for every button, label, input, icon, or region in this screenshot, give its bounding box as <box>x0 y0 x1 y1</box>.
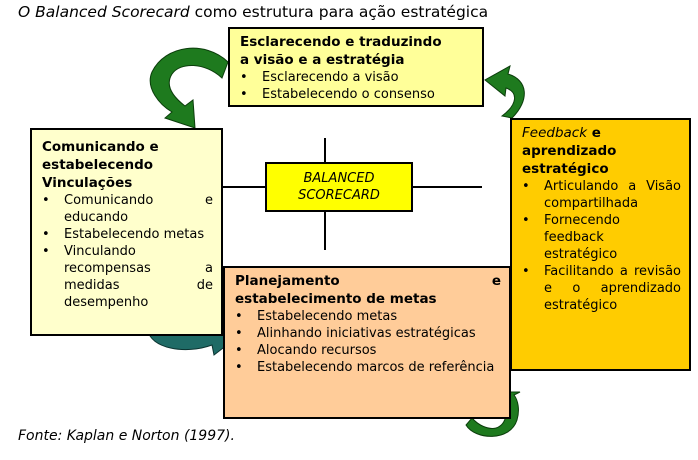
list-item: Estabelecendo metas <box>42 226 213 243</box>
box-heading: Feedback e aprendizado estratégico <box>522 124 681 178</box>
box-heading: Planejamento e estabelecimento de metas <box>235 272 501 308</box>
list-item: Vinculando recompensas a medidas de dese… <box>42 243 213 311</box>
center-line: BALANCED <box>303 171 375 186</box>
heading-line: estabelecimento de metas <box>235 291 437 307</box>
curved-arrow-top-right <box>484 64 525 119</box>
title-italic: O Balanced Scorecard <box>18 3 190 21</box>
heading-italic: Feedback <box>522 125 588 141</box>
list-item: Articulando a Visão compartilhada <box>522 178 681 212</box>
box-heading: Esclarecendo e traduzindo a visão e a est… <box>240 33 474 69</box>
list-item: Fornecendo feedback estratégico <box>522 212 681 263</box>
figure-title: O Balanced Scorecard como estrutura para… <box>18 3 488 21</box>
list-item: Estabelecendo marcos de referência <box>235 359 501 376</box>
list-item: Comunicando e educando <box>42 192 213 226</box>
box-clarifying-vision: Esclarecendo e traduzindo a visão e a est… <box>228 27 484 107</box>
center-line: SCORECARD <box>298 188 380 203</box>
list-item: Esclarecendo a visão <box>240 69 474 86</box>
list-item: Alocando recursos <box>235 342 501 359</box>
box-feedback-learning: Feedback e aprendizado estratégico Artic… <box>510 118 691 371</box>
box-planning-targets: Planejamento e estabelecimento de metas E… <box>223 266 511 419</box>
source-label: Fonte: <box>18 428 63 444</box>
box-heading: Comunicando e estabelecendo Vinculações <box>42 139 159 191</box>
heading-rest: e aprendizado estratégico <box>522 125 617 177</box>
list-item: Facilitando a revisão e o aprendizado es… <box>522 263 681 314</box>
source-text: Kaplan e Norton (1997). <box>62 428 235 444</box>
title-rest: como estrutura para ação estratégica <box>189 3 489 21</box>
box-communicating-linking: Comunicando e estabelecendo Vinculações … <box>30 128 223 336</box>
heading-line: Planejamento e <box>235 273 501 289</box>
balanced-scorecard-center-box: BALANCED SCORECARD <box>265 162 413 212</box>
curved-arrow-top-left <box>149 47 229 129</box>
source-caption: Fonte: Kaplan e Norton (1997). <box>18 428 235 444</box>
heading-line: a visão e a estratégia <box>240 52 405 68</box>
list-item: Estabelecendo o consenso <box>240 86 474 103</box>
list-item: Estabelecendo metas <box>235 308 501 325</box>
list-item: Alinhando iniciativas estratégicas <box>235 325 501 342</box>
heading-line: Esclarecendo e traduzindo <box>240 34 442 50</box>
